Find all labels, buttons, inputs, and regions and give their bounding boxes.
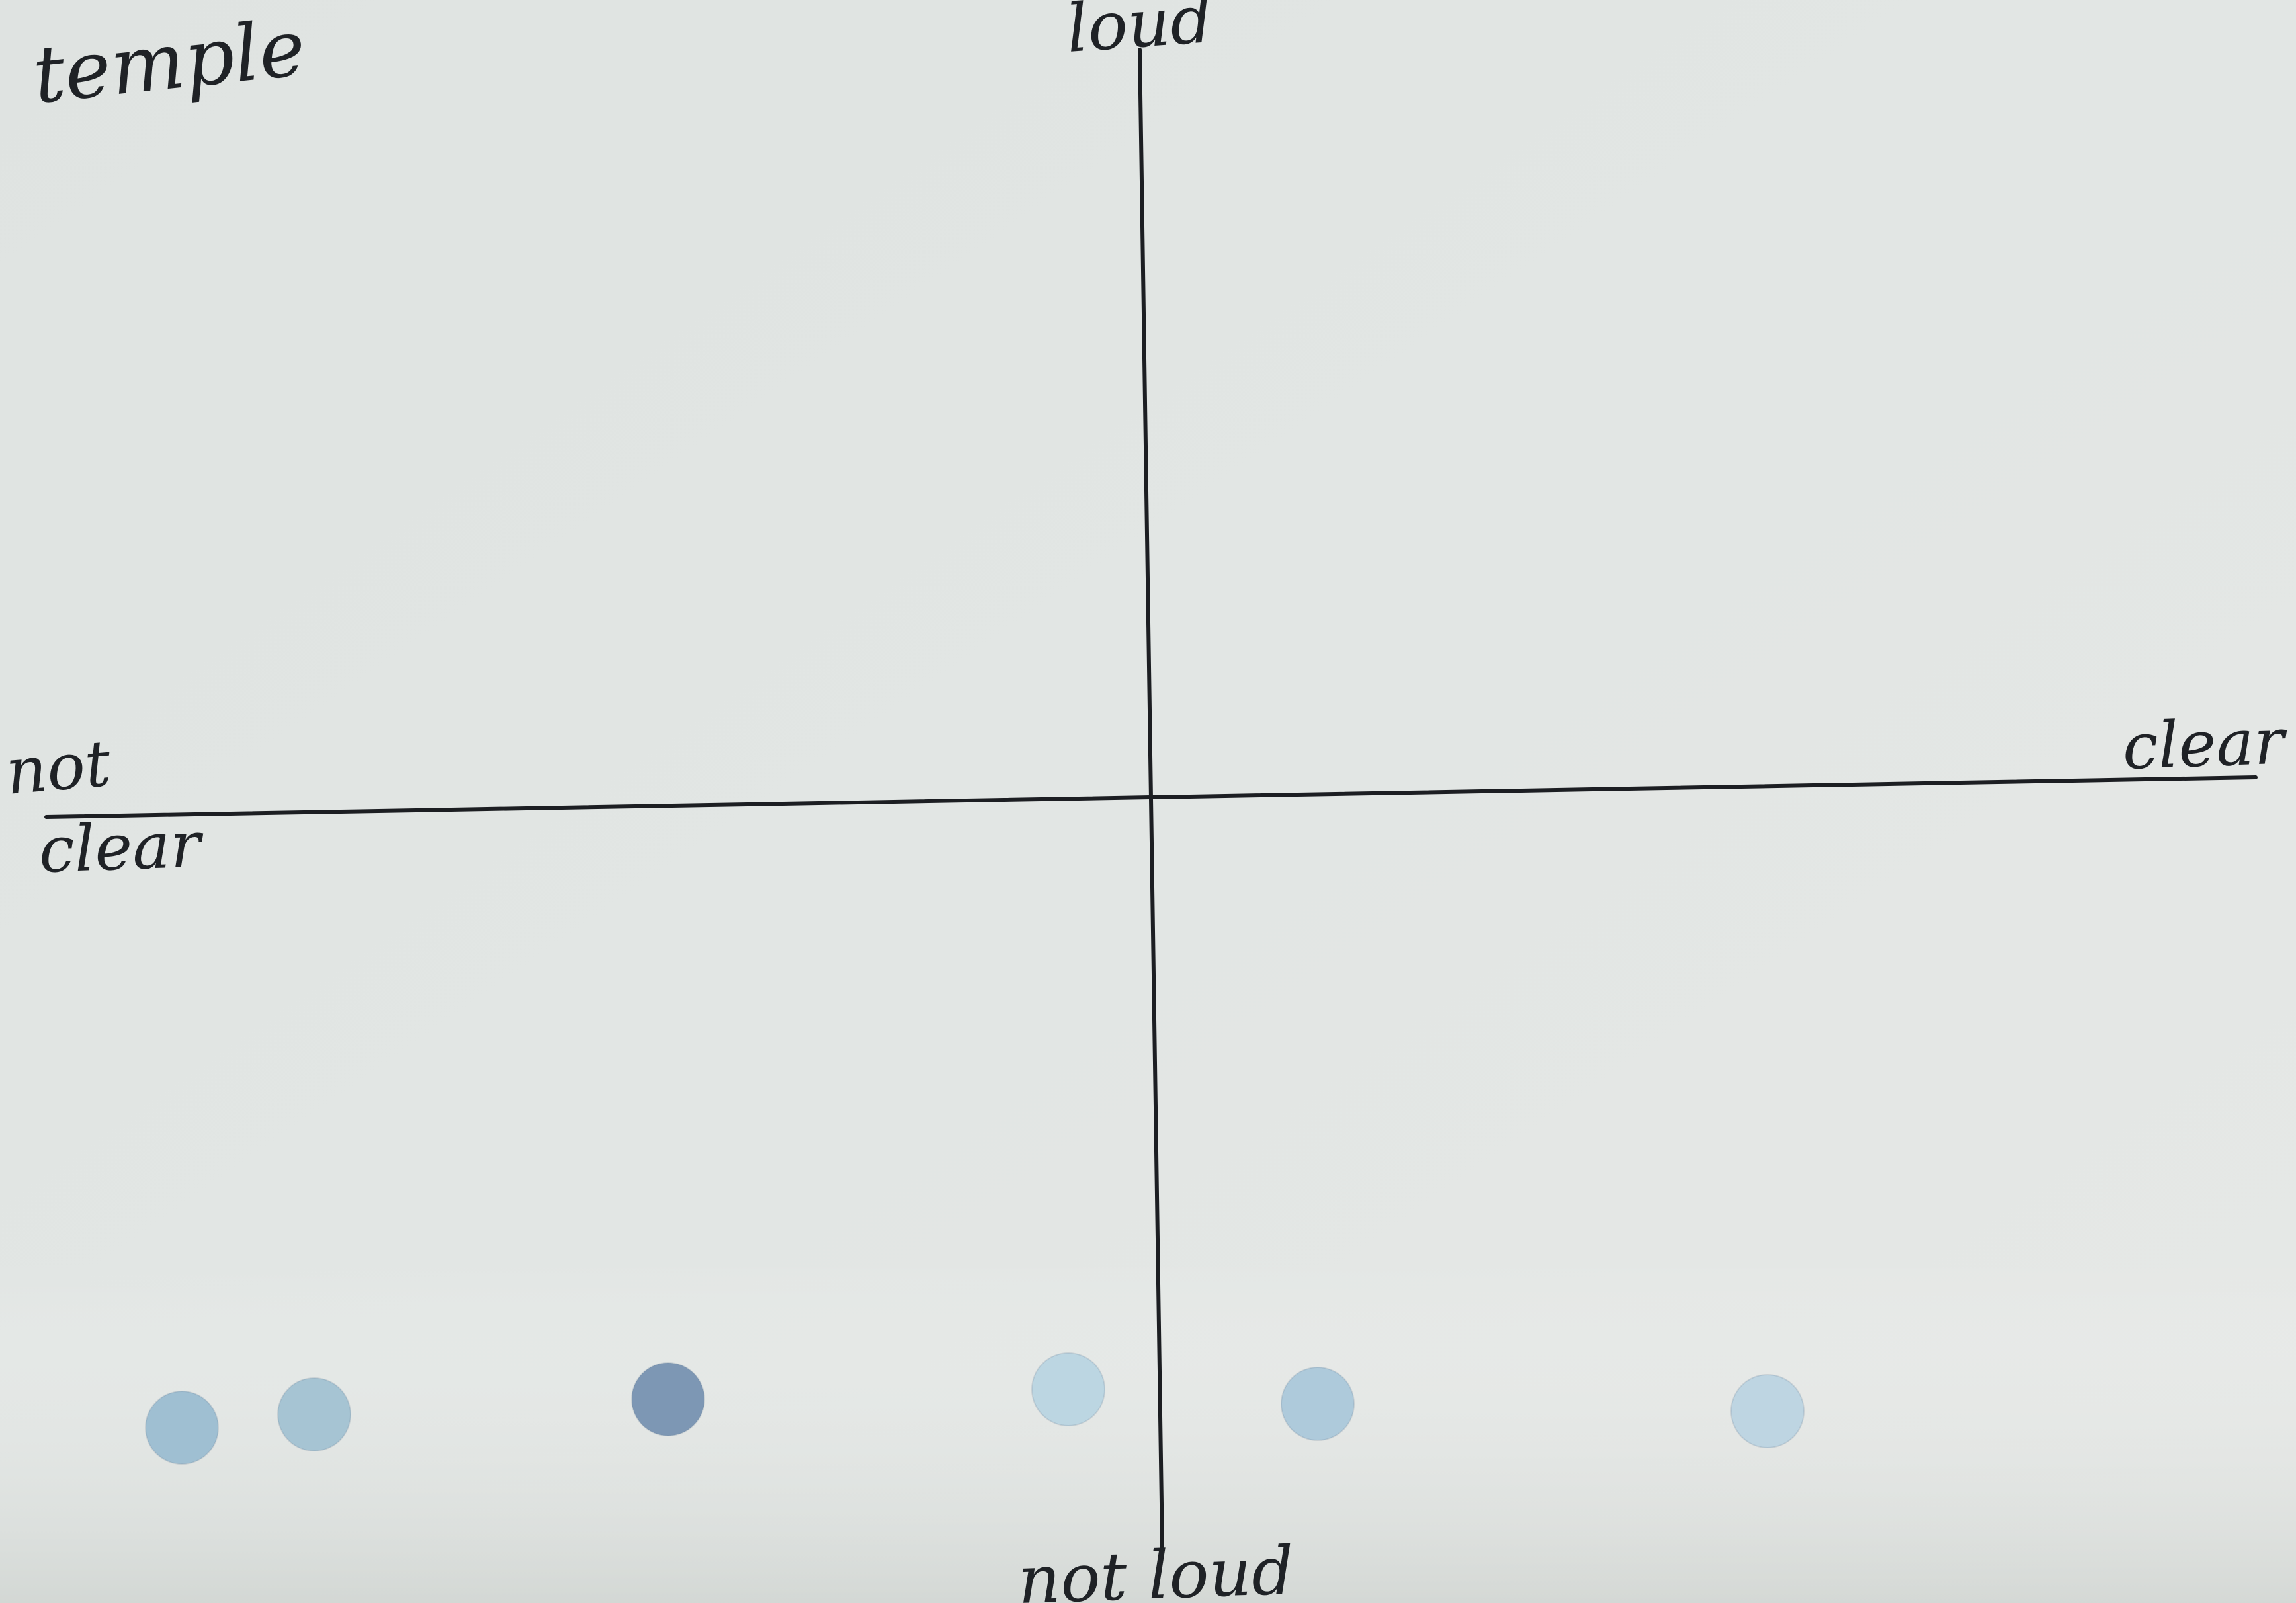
top-axis-label: loud (1064, 0, 1215, 67)
dot-sticker (1031, 1352, 1105, 1426)
dot-sticker (145, 1391, 219, 1465)
paper-shadow (0, 1257, 2296, 1603)
left-axis-label-line2: clear (38, 807, 205, 887)
dot-sticker (631, 1362, 705, 1436)
bottom-axis-label: not loud (1017, 1532, 1295, 1603)
dot-sticker (1281, 1367, 1355, 1441)
horizontal-axis-line (44, 775, 2258, 819)
left-axis-label-line1: not (3, 726, 114, 809)
dot-sticker (277, 1377, 351, 1451)
dot-sticker (1730, 1374, 1805, 1448)
right-axis-label: clear (2121, 704, 2289, 784)
